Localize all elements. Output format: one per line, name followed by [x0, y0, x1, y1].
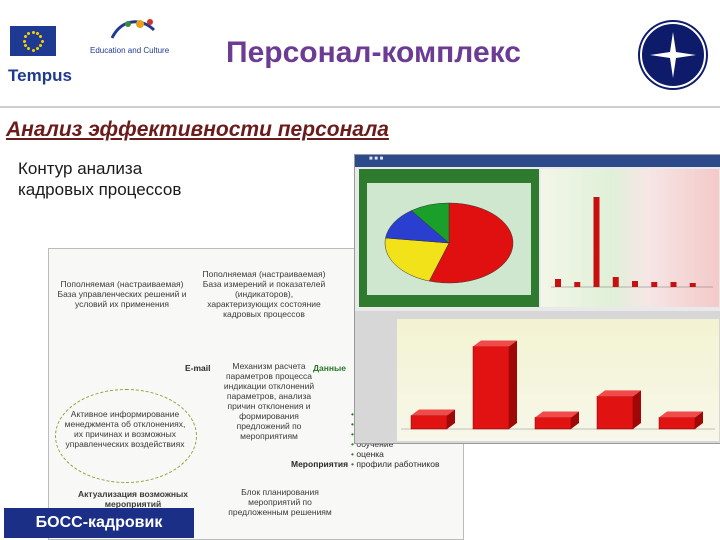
eu-star-icon	[31, 30, 35, 34]
small-bar	[612, 277, 619, 287]
eu-star-icon	[23, 44, 27, 47]
small-bar	[651, 282, 658, 287]
diagram-node-active: Активное информирование менеджмента об о…	[64, 409, 186, 449]
boss-kadrovik-button[interactable]: БОСС-кадровик	[4, 508, 194, 538]
bar3d-front	[534, 417, 572, 430]
small-bar	[632, 281, 638, 287]
eu-star-icon	[27, 47, 30, 51]
diagram-node-mechanism: Механизм расчета параметров процесса инд…	[223, 361, 315, 441]
diagram-node-actualization: Актуализация возможных мероприятий	[78, 489, 188, 509]
bar3d-top	[411, 409, 455, 416]
bar3d-side	[633, 390, 641, 429]
eu-star-icon	[23, 35, 27, 38]
bar3d-side	[509, 340, 517, 429]
small-bar	[670, 282, 677, 287]
bar3d-chart-panel	[355, 311, 720, 443]
eu-star-icon	[39, 44, 43, 47]
diagram-bullet-item: оценка	[351, 449, 439, 459]
pie-slice	[428, 202, 514, 284]
pie-slice	[384, 237, 450, 282]
diagram-oval-active	[55, 389, 197, 483]
small-bar	[689, 283, 696, 287]
eu-star-icon	[22, 39, 26, 43]
eu-star-icon	[27, 31, 30, 35]
small-bar-chart	[551, 197, 713, 288]
diagram-measures-label: Мероприятия	[291, 459, 349, 469]
education-culture-logo-icon	[110, 19, 156, 39]
bar3d-side	[571, 411, 579, 429]
diagram-node-decisions-base: Пополняемая (настраиваемая) База управле…	[57, 279, 187, 309]
bar3d-top	[535, 411, 579, 418]
education-culture-text: Education and Culture	[90, 46, 170, 55]
bar3d-chart-area	[397, 319, 719, 441]
diagram-email-label: E-mail	[185, 363, 211, 373]
university-emblem-icon	[640, 22, 706, 88]
slide-subtitle: Анализ эффективности персонала	[6, 118, 389, 141]
contour-heading: Контур анализа кадровых процессов	[18, 159, 182, 199]
pie-chart-area	[367, 183, 531, 295]
slide-header: Education and Culture Tempus Персонал-ко…	[0, 0, 720, 108]
diagram-node-planning: Блок планирования мероприятий по предлож…	[228, 487, 332, 517]
bar3d-side	[695, 411, 703, 429]
bar3d-chart	[401, 340, 715, 430]
bar3d-front	[658, 417, 696, 430]
small-bar	[574, 282, 581, 287]
diagram-data-label: Данные	[313, 363, 347, 373]
app-titlebar: ■ ■ ■	[355, 155, 720, 167]
page-title: Персонал-комплекс	[226, 36, 521, 69]
small-bar-chart-panel	[541, 169, 719, 307]
eu-star-icon	[36, 31, 39, 35]
bar3d-side	[447, 409, 455, 429]
tempus-label: Tempus	[8, 66, 72, 85]
tempus-logo-block: Education and Culture Tempus	[6, 16, 192, 86]
bar3d-front	[472, 346, 510, 430]
pie-chart	[384, 202, 514, 284]
small-bar	[593, 197, 600, 287]
eu-star-icon	[36, 47, 39, 51]
pie-slice	[410, 202, 450, 244]
eu-star-icon	[39, 35, 43, 38]
bar3d-top	[659, 411, 703, 418]
bar3d-front	[410, 415, 448, 430]
pie-chart-panel	[359, 169, 539, 307]
app-screenshot: ■ ■ ■	[354, 154, 720, 444]
small-bar	[555, 279, 561, 287]
diagram-bullet-item: профили работников	[351, 459, 439, 469]
bar3d-top	[473, 340, 517, 347]
eu-star-icon	[40, 39, 44, 43]
diagram-bullet-item: обучение	[351, 439, 439, 449]
header-divider	[0, 106, 720, 108]
bar3d-front	[596, 396, 634, 430]
bar3d-top	[597, 390, 641, 397]
diagram-node-measures-base: Пополняемая (настраиваемая) База измерен…	[202, 269, 326, 319]
eu-flag-icon	[10, 26, 56, 56]
eu-star-icon	[31, 48, 35, 52]
